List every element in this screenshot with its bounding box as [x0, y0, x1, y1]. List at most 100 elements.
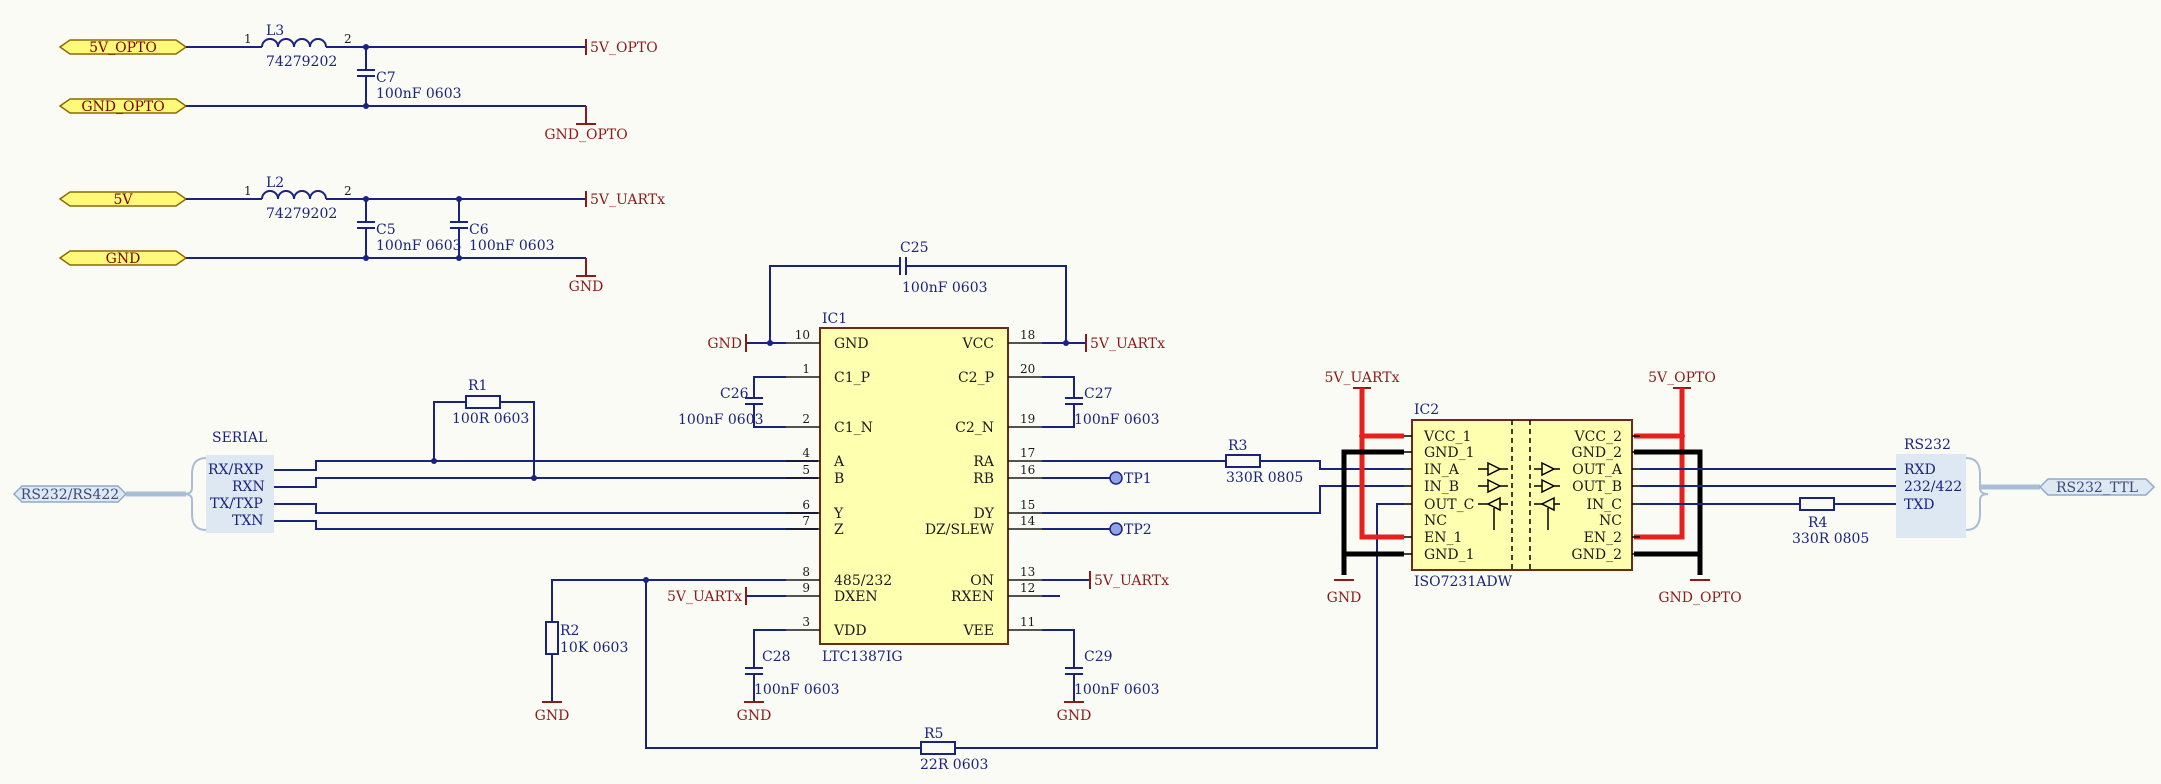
ic2-part: ISO7231ADW: [1414, 574, 1513, 590]
r1-ref: R1: [468, 378, 487, 394]
serial-wires: R1 100R 0603: [274, 378, 818, 530]
resistor-r4[interactable]: [1799, 497, 1835, 511]
resistor-r1[interactable]: [465, 395, 501, 409]
resistor-r3[interactable]: [1225, 454, 1261, 468]
ic2-pin-en2: EN_2: [1584, 530, 1622, 546]
l2-value: 74279202: [266, 206, 337, 222]
bus-sig-rxn: RXN: [232, 479, 265, 495]
c7-ref: C7: [376, 70, 396, 86]
ic1-pin2-num: 2: [802, 412, 810, 426]
ic1-pin-y: Y: [833, 506, 844, 522]
ic1-gnd-net: GND: [707, 336, 742, 352]
port-rs232-rs422-label: RS232/RS422: [21, 487, 119, 503]
ic2-body[interactable]: [1411, 419, 1633, 571]
test-point-tp2[interactable]: [1109, 522, 1123, 536]
ic1-pin8-num: 8: [802, 565, 810, 579]
ic2-pin-vcc1: VCC_1: [1423, 429, 1471, 445]
ic1-pin-c1n: C1_N: [834, 420, 873, 436]
ic1-pin-dz-slew: DZ/SLEW: [925, 522, 995, 538]
ic1-pin-b: B: [834, 471, 844, 487]
r2-value: 10K 0603: [560, 640, 628, 656]
ic1-dxen-net: 5V_UARTx: [667, 589, 742, 605]
l3-pin2: 2: [344, 32, 352, 46]
ic1-pin14-num: 14: [1020, 514, 1036, 528]
ic1-pin4-num: 4: [802, 446, 810, 460]
ic1-pin5-num: 5: [802, 463, 810, 477]
serial-bus: SERIAL RS232/RS422 RX/RXP RXN TX/TXP TXN: [12, 430, 274, 533]
ic1-ref: IC1: [822, 311, 847, 327]
bus-sig-rxd: RXD: [1904, 462, 1936, 478]
ic2-pin-gnd1-a: GND_1: [1424, 445, 1475, 461]
l3-ref: L3: [266, 23, 284, 39]
r5-value: 22R 0603: [920, 757, 988, 773]
ic1[interactable]: IC1 LTC1387IG 10 1 2 4 5 6 7 8 9 3 GND C…: [786, 311, 1042, 665]
ic2[interactable]: IC2 ISO7231ADW VCC_1 GND_1 IN_A IN_B OUT…: [1404, 402, 1640, 590]
ic1-pin10-num: 10: [795, 328, 810, 342]
resistor-r2[interactable]: [545, 621, 559, 655]
net-5v-uartx-out: 5V_UARTx: [590, 192, 665, 208]
ic1-pin18-num: 18: [1020, 328, 1035, 342]
ic1-pin-dxen: DXEN: [834, 589, 878, 605]
ttl-bus-title: RS232: [1904, 437, 1951, 453]
ic2-pin-in-b: IN_B: [1424, 479, 1459, 495]
ic2-pin-gnd2-a: GND_2: [1571, 445, 1622, 461]
r3-value: 330R 0805: [1226, 470, 1303, 486]
port-rs232-ttl-label: RS232_TTL: [2056, 480, 2138, 496]
r2-ref: R2: [560, 623, 579, 639]
c26-value: 100nF 0603: [678, 412, 764, 428]
ic2-pin-vcc2: VCC_2: [1574, 429, 1622, 445]
ic1-pin-c2p: C2_P: [958, 370, 994, 386]
ic2-pin-in-a: IN_A: [1424, 462, 1460, 478]
c7-value: 100nF 0603: [376, 86, 462, 102]
ic1-on-net: 5V_UARTx: [1094, 573, 1169, 589]
inductor-l3[interactable]: [261, 38, 327, 48]
ic2-power: 5V_UARTx GND 5V_OPTO GND_OPTO: [1324, 370, 1741, 606]
ic1-pin13-num: 13: [1020, 565, 1035, 579]
c27-ref: C27: [1084, 386, 1113, 402]
filter-5v: 5V GND 1 2 L2 74279202 C5 100nF 0603 C6 …: [58, 175, 665, 295]
ic1-pin-c2n: C2_N: [955, 420, 994, 436]
ic2-pin-gnd2-b: GND_2: [1571, 547, 1622, 563]
bus-sig-232-422: 232/422: [1904, 479, 1962, 495]
ic1-support: GND 5V_UARTx C25 100nF 0603 C26 100nF 06…: [535, 240, 1404, 773]
ic2-pin-in-c: IN_C: [1587, 497, 1623, 513]
c6-value: 100nF 0603: [469, 238, 555, 254]
ic2-pin-gnd1-b: GND_1: [1424, 547, 1475, 563]
ic2-pin-out-b: OUT_B: [1572, 479, 1622, 495]
ic1-pin7-num: 7: [802, 514, 810, 528]
ic2-left-power-net: 5V_UARTx: [1324, 370, 1399, 386]
ttl-bus: R4 330R 0805 RS232 RXD 232/422 TXD RS232…: [1640, 437, 2156, 547]
r4-ref: R4: [1808, 515, 1828, 531]
net-gnd-opto-out: GND_OPTO: [544, 127, 627, 143]
port-rs232-ttl[interactable]: [2038, 478, 2156, 496]
l2-pin2: 2: [344, 184, 352, 198]
ic1-pin-c1p: C1_P: [834, 370, 870, 386]
resistor-r5[interactable]: [920, 741, 956, 755]
ic1-pin9-num: 9: [802, 581, 810, 595]
ic1-pin-z: Z: [834, 522, 844, 538]
l3-value: 74279202: [266, 54, 337, 70]
ic1-pin20-num: 20: [1020, 362, 1035, 376]
ic1-body[interactable]: [819, 327, 1009, 645]
test-point-tp1[interactable]: [1109, 471, 1123, 485]
r2-gnd: GND: [535, 708, 570, 724]
tp1-label: TP1: [1124, 471, 1152, 487]
r3-ref: R3: [1228, 438, 1247, 454]
l2-pin1: 1: [244, 184, 252, 198]
bus-sig-tx-txp: TX/TXP: [210, 496, 263, 512]
ic2-left-gnd-net: GND: [1327, 590, 1362, 606]
ic1-pin-dy: DY: [974, 506, 995, 522]
c26-ref: C26: [720, 386, 749, 402]
l2-ref: L2: [266, 175, 284, 191]
ic1-pin-ra: RA: [973, 454, 995, 470]
ic1-pin15-num: 15: [1020, 498, 1035, 512]
c25-value: 100nF 0603: [902, 280, 988, 296]
ic2-pin-en1: EN_1: [1424, 530, 1462, 546]
ic1-pin-rb: RB: [973, 471, 994, 487]
c28-ref: C28: [762, 649, 791, 665]
port-gnd-label: GND: [106, 251, 141, 267]
ic2-pin-out-a: OUT_A: [1572, 462, 1623, 478]
ic1-pin12-num: 12: [1020, 581, 1035, 595]
inductor-l2[interactable]: [261, 190, 327, 200]
